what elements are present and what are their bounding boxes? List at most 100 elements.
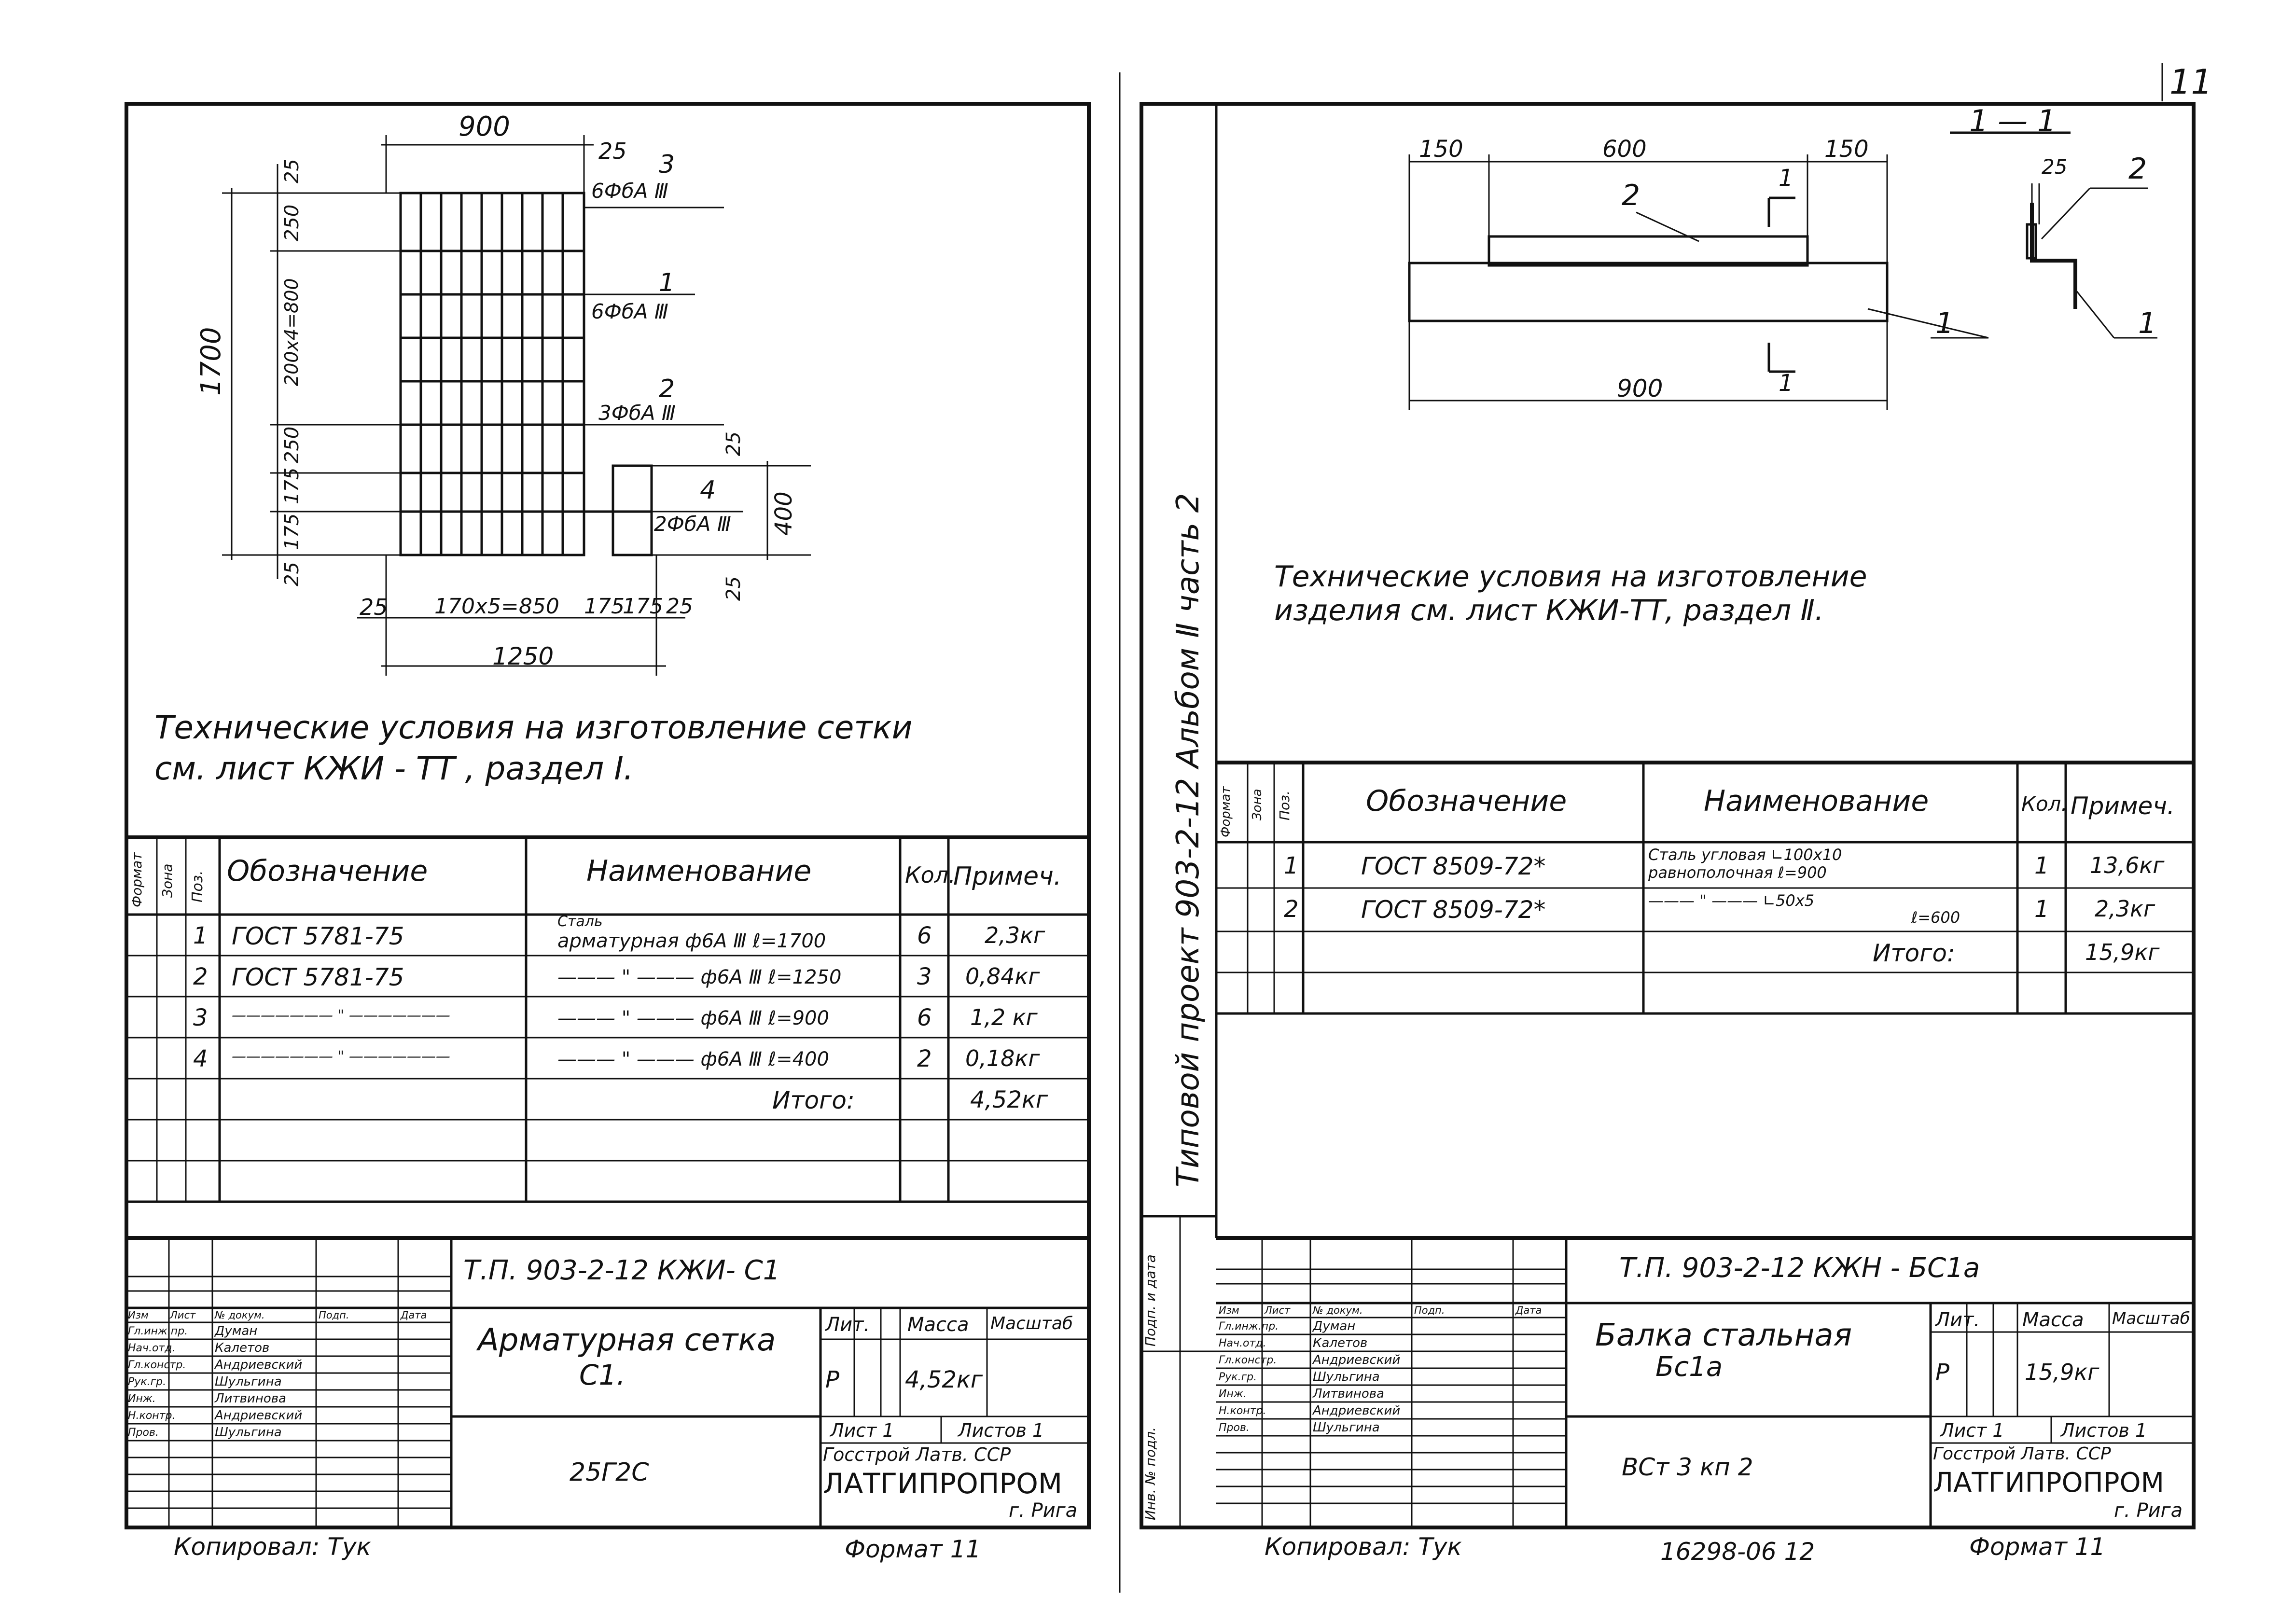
page-number: 11 bbox=[2169, 62, 2213, 102]
right-signer-name-0: Думан bbox=[1313, 1319, 1356, 1333]
section-callout-1: 1 bbox=[2138, 306, 2157, 340]
rdim-total: 900 bbox=[1617, 375, 1663, 403]
dim-total-height: 1700 bbox=[195, 327, 227, 396]
right-tech-note-line2: изделия см. лист КЖИ-ТТ, раздел Ⅱ. bbox=[1274, 594, 1824, 627]
right-sheet-frame bbox=[1140, 102, 2196, 1529]
left-signer-name-5: Андриевский bbox=[215, 1408, 303, 1423]
right-signer-name-4: Литвинова bbox=[1313, 1387, 1384, 1401]
right-signer-role-3: Рук.гр. bbox=[1219, 1371, 1257, 1383]
left-scale-label: Масштаб bbox=[990, 1314, 1073, 1333]
left-row4-designation: ——————— " ——————— bbox=[232, 1048, 450, 1065]
right-lit-value: Р bbox=[1935, 1359, 1949, 1386]
left-sheet-num: Лист 1 bbox=[830, 1420, 894, 1441]
right-signer-name-5: Андриевский bbox=[1313, 1403, 1401, 1418]
left-row1-note: 2,3кг bbox=[985, 922, 1045, 948]
right-tech-note-line1: Технические условия на изготовление bbox=[1274, 560, 1867, 594]
rdim-cut-top: 1 bbox=[1779, 165, 1793, 192]
left-spec-table-grid bbox=[126, 835, 1089, 1203]
right-scale-label: Масштаб bbox=[2112, 1309, 2190, 1328]
right-signer-role-6: Пров. bbox=[1219, 1422, 1250, 1434]
left-signer-role-3: Рук.гр. bbox=[128, 1376, 167, 1388]
right-lit-label: Лит. bbox=[1935, 1309, 1980, 1331]
left-title-block-grid bbox=[126, 1236, 1089, 1527]
left-row4-qty: 2 bbox=[917, 1045, 932, 1072]
section-callout-2: 2 bbox=[2128, 152, 2147, 186]
left-th-pos: Поз. bbox=[189, 870, 206, 902]
left-title-line1: Арматурная сетка bbox=[478, 1322, 776, 1358]
right-signer-role-0: Гл.инж.пр. bbox=[1219, 1320, 1279, 1333]
left-row2-designation: ГОСТ 5781-75 bbox=[232, 963, 404, 991]
right-th-note: Примеч. bbox=[2071, 792, 2175, 820]
left-lit-value: Р bbox=[825, 1366, 839, 1393]
left-mass-label: Масса bbox=[907, 1314, 969, 1336]
dim-left-0: 25 bbox=[281, 159, 303, 183]
beam-elevation bbox=[1408, 154, 1989, 410]
right-row2-note: 2,3кг bbox=[2095, 896, 2155, 922]
callout-spec-3: 6ФбА Ⅲ bbox=[591, 179, 668, 203]
right-signer-role-5: Н.контр. bbox=[1219, 1405, 1266, 1417]
left-th-name: Наименование bbox=[586, 854, 812, 888]
beam-callout-1: 1 bbox=[1935, 306, 1954, 340]
left-th-qty: Кол. bbox=[905, 862, 956, 888]
section-1-1 bbox=[1950, 131, 2157, 339]
right-col-doc: № докум. bbox=[1313, 1305, 1363, 1316]
left-org-line1: Госстрой Латв. ССР bbox=[823, 1444, 1011, 1465]
right-row1-pos: 1 bbox=[1284, 852, 1299, 879]
left-title-line2: С1. bbox=[579, 1359, 626, 1391]
left-signer-role-1: Нач.отд. bbox=[128, 1342, 176, 1354]
right-title-line2: Бс1а bbox=[1655, 1351, 1723, 1383]
dim-left-6: 25 bbox=[281, 562, 303, 586]
left-col-list: Лист bbox=[170, 1309, 196, 1321]
rdim-right: 150 bbox=[1824, 136, 1869, 163]
left-row2-name: ——— " ——— ф6А Ⅲ ℓ=1250 bbox=[557, 966, 842, 988]
rdim-cut-bottom: 1 bbox=[1779, 370, 1793, 397]
left-tech-note-line1: Технические условия на изготовление сетк… bbox=[154, 709, 913, 746]
right-row1-designation: ГОСТ 8509-72* bbox=[1361, 852, 1546, 880]
right-mass-value: 15,9кг bbox=[2025, 1359, 2099, 1385]
dim-bottom-0: 25 bbox=[360, 594, 388, 620]
right-title-block-grid bbox=[1216, 1236, 2194, 1527]
right-th-zone: Зона bbox=[1250, 789, 1265, 820]
right-signer-role-1: Нач.отд. bbox=[1219, 1337, 1266, 1349]
left-signer-name-2: Андриевский bbox=[215, 1358, 303, 1372]
left-signer-role-6: Пров. bbox=[128, 1427, 159, 1439]
left-mass-value: 4,52кг bbox=[905, 1366, 983, 1393]
left-row4-name: ——— " ——— ф6А Ⅲ ℓ=400 bbox=[557, 1048, 829, 1070]
left-th-zone: Зона bbox=[159, 863, 175, 898]
right-mass-label: Масса bbox=[2022, 1309, 2084, 1331]
callout-pos-3: 3 bbox=[659, 150, 675, 179]
right-row1-name-line2: равнополочная ℓ=900 bbox=[1648, 863, 1827, 882]
rdim-middle: 600 bbox=[1602, 136, 1647, 163]
left-row1-designation: ГОСТ 5781-75 bbox=[232, 922, 404, 950]
right-col-date: Дата bbox=[1515, 1305, 1542, 1316]
beam-callout-2: 2 bbox=[1622, 179, 1640, 212]
left-total-value: 4,52кг bbox=[970, 1086, 1048, 1113]
left-sheets-count: Листов 1 bbox=[958, 1420, 1044, 1441]
callout-spec-2: 3ФбА Ⅲ bbox=[598, 401, 676, 425]
left-row2-note: 0,84кг bbox=[965, 963, 1040, 989]
dim-right-vertical: 400 bbox=[770, 491, 797, 536]
dim-left-4: 175 bbox=[281, 467, 303, 504]
left-tech-note-line2: см. лист КЖИ - ТТ , раздел I. bbox=[154, 750, 634, 787]
left-row3-qty: 6 bbox=[917, 1004, 932, 1031]
left-th-designation: Обозначение bbox=[227, 854, 428, 888]
section-25: 25 bbox=[2042, 155, 2068, 179]
right-doc-code: Т.П. 903-2-12 КЖН - БС1а bbox=[1619, 1252, 1980, 1284]
left-material: 25Г2С bbox=[570, 1458, 649, 1487]
right-signer-name-3: Шульгина bbox=[1313, 1370, 1380, 1384]
right-side-label: Типовой проект 903-2-12 Альбом Ⅱ часть 2 bbox=[1170, 493, 1206, 1187]
right-sheets-count: Листов 1 bbox=[2061, 1420, 2147, 1441]
dim-left-5: 175 bbox=[281, 513, 303, 550]
left-row3-note: 1,2 кг bbox=[970, 1004, 1038, 1030]
callout-spec-4: 2ФбА Ⅲ bbox=[654, 512, 731, 536]
left-signer-role-4: Инж. bbox=[128, 1393, 156, 1405]
callout-pos-2: 2 bbox=[659, 375, 675, 403]
right-total-value: 15,9кг bbox=[2085, 939, 2160, 965]
dim-right-small-bottom: 25 bbox=[723, 576, 745, 601]
section-title: 1 — 1 bbox=[1969, 103, 2057, 139]
right-org-line2: ЛАТГИПРОПРОМ bbox=[1933, 1467, 2164, 1499]
right-signer-role-4: Инж. bbox=[1219, 1388, 1247, 1400]
right-th-designation: Обозначение bbox=[1366, 784, 1567, 818]
callout-pos-1: 1 bbox=[659, 268, 675, 297]
left-th-format: Формат bbox=[129, 852, 145, 907]
